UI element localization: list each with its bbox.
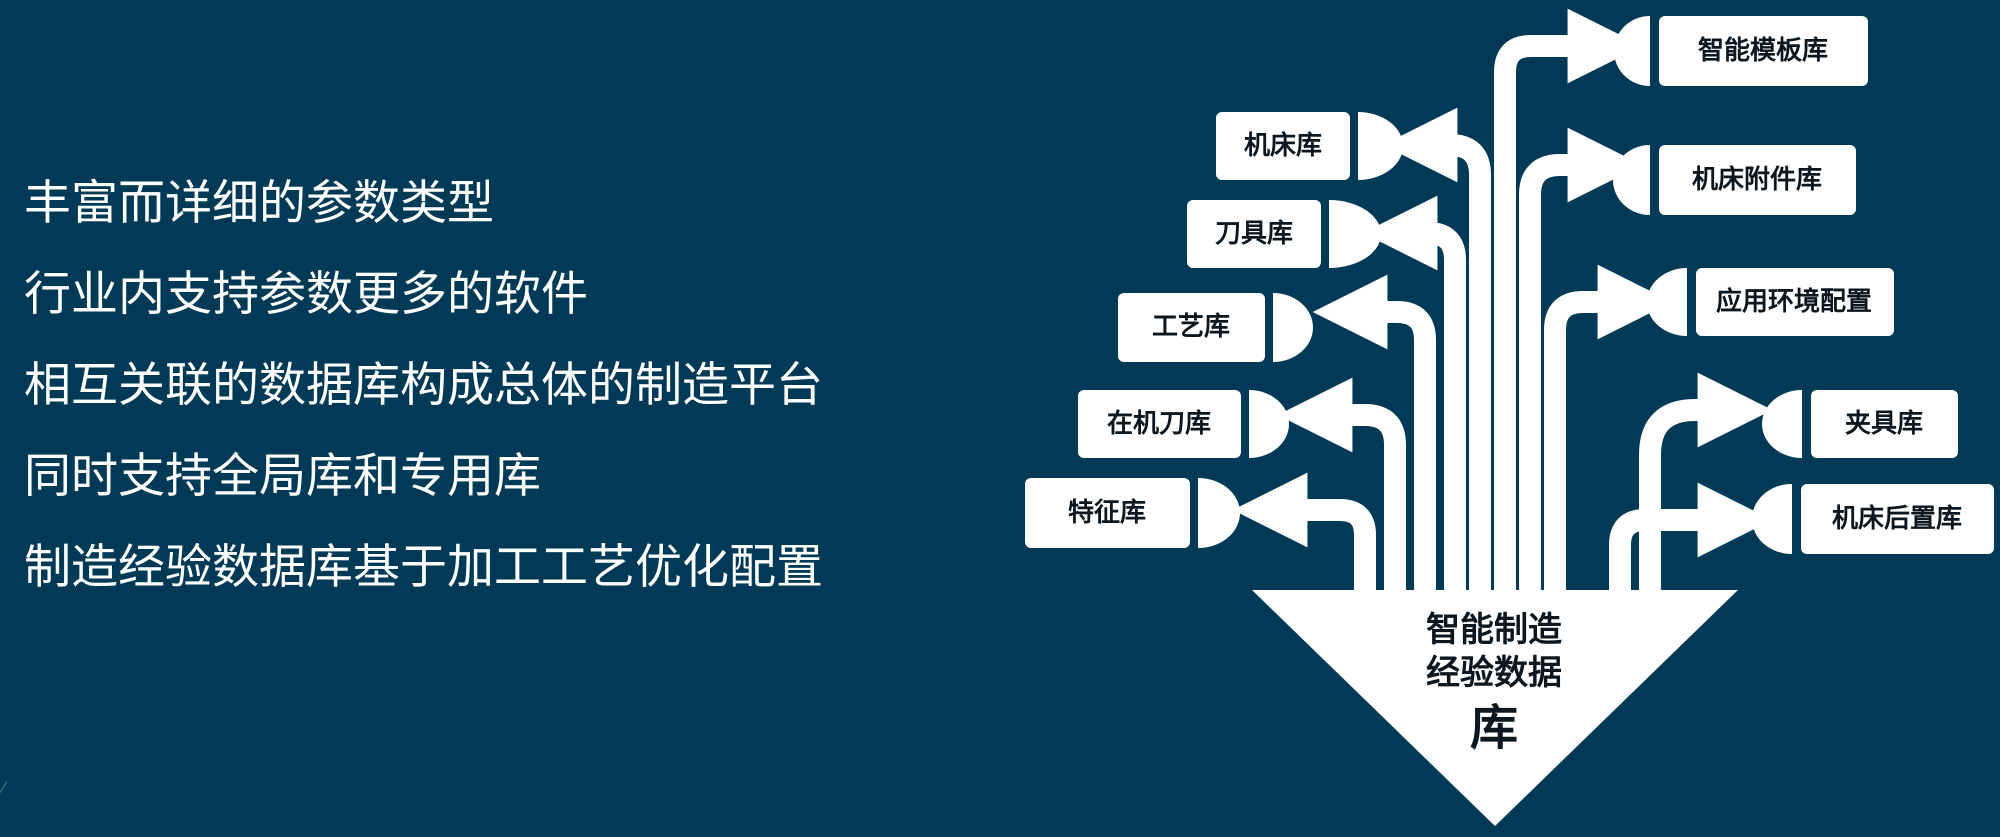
- tag-accessory-label: 机床附件库: [1692, 164, 1822, 195]
- bullet-item: 制造经验数据库基于加工工艺优化配置: [24, 540, 823, 595]
- tag-fixture-label: 夹具库: [1845, 409, 1923, 439]
- tag-feature-label: 特征库: [1068, 497, 1146, 528]
- tag-feature-cap: [1198, 478, 1240, 548]
- tag-feature-box: [1025, 478, 1190, 548]
- center-label-line-2: 经验数据: [1426, 653, 1562, 693]
- tag-accessory-cap: [1613, 145, 1650, 215]
- bullet-item: 同时支持全局库和专用库: [24, 449, 541, 504]
- tag-accessory-box: [1659, 145, 1856, 215]
- flow-arrow-feature: [1232, 472, 1376, 592]
- flow-arrow-accessory: [1519, 127, 1643, 592]
- tag-environment-label: 应用环境配置: [1716, 286, 1872, 317]
- flow-arrow-tool: [1362, 195, 1466, 592]
- flow-arrow-fixture: [1639, 372, 1773, 592]
- tag-environment-cap: [1647, 268, 1687, 336]
- flow-arrow-environment: [1544, 264, 1673, 592]
- bullet-item: 丰富而详细的参数类型: [24, 176, 494, 231]
- tag-onmachine-box: [1078, 390, 1241, 458]
- flow-arrow-onmachine: [1277, 377, 1406, 592]
- tag-onmachine-label: 在机刀库: [1107, 409, 1211, 439]
- corner-mark: ⁄: [2, 778, 5, 797]
- bullet-item: 行业内支持参数更多的软件: [24, 267, 588, 322]
- feature-bullet-list: 丰富而详细的参数类型 行业内支持参数更多的软件 相互关联的数据库构成总体的制造平…: [24, 180, 823, 635]
- tag-process-cap: [1273, 293, 1313, 362]
- tag-machine-cap: [1358, 112, 1403, 180]
- flow-arrow-post: [1609, 482, 1773, 592]
- center-label-line-3: 库: [1470, 700, 1518, 756]
- tag-tool-label: 刀具库: [1215, 219, 1293, 249]
- tag-process-box: [1118, 293, 1265, 362]
- tag-fixture-box: [1811, 390, 1958, 458]
- flow-arrow-machine: [1382, 107, 1491, 592]
- center-label-line-1: 智能制造: [1426, 610, 1562, 650]
- tag-template-box: [1659, 16, 1868, 86]
- tag-onmachine-cap: [1249, 390, 1289, 458]
- tag-tool-box: [1187, 200, 1321, 268]
- tag-process-label: 工艺库: [1152, 312, 1230, 342]
- central-down-arrow: [1252, 590, 1738, 826]
- tag-template-label: 智能模板库: [1698, 35, 1828, 66]
- tag-template-cap: [1614, 16, 1650, 86]
- tag-environment-box: [1696, 268, 1894, 336]
- flow-arrow-process: [1312, 274, 1436, 592]
- tag-post-cap: [1752, 484, 1792, 554]
- tag-tool-cap: [1329, 200, 1381, 268]
- tag-post-box: [1801, 484, 1994, 554]
- tag-fixture-cap: [1762, 390, 1802, 458]
- tag-machine-label: 机床库: [1244, 130, 1322, 161]
- flow-arrow-template: [1494, 8, 1643, 592]
- tag-machine-box: [1216, 112, 1350, 180]
- bullet-item: 相互关联的数据库构成总体的制造平台: [24, 358, 823, 413]
- tag-post-label: 机床后置库: [1832, 503, 1962, 534]
